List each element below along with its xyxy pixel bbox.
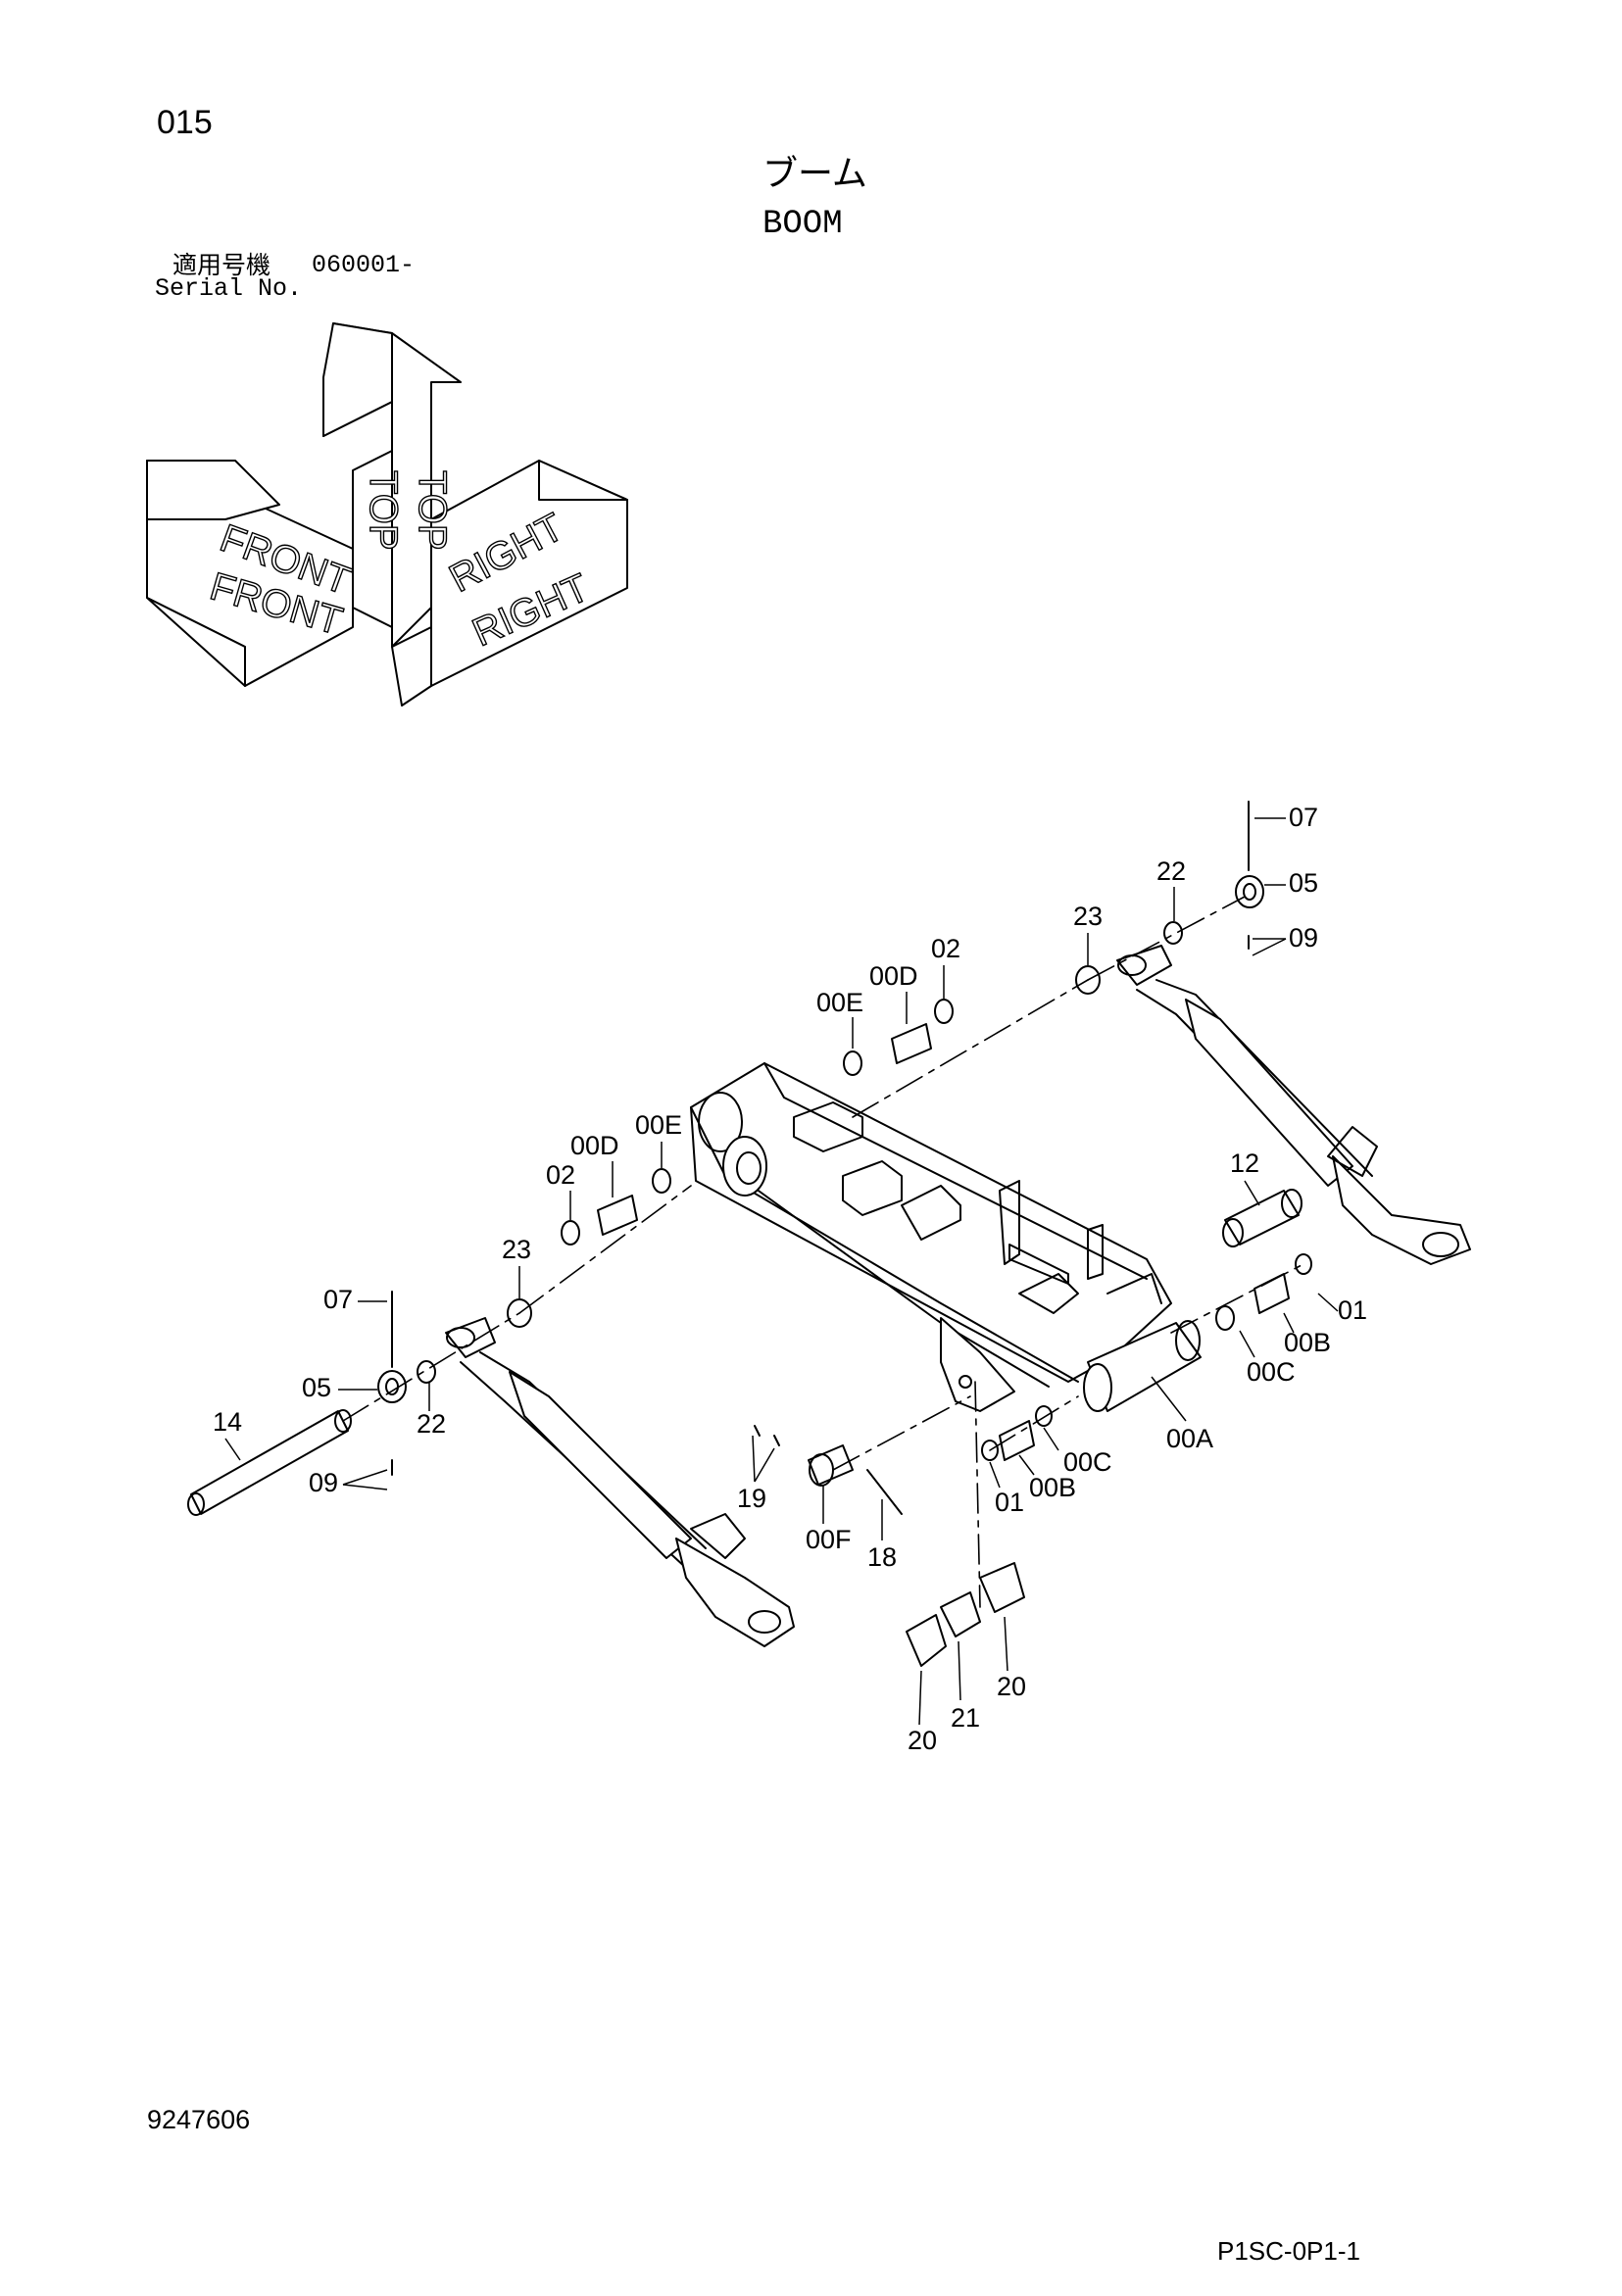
callout-18: 18	[867, 1542, 897, 1572]
callout-23-right: 23	[1073, 902, 1103, 931]
callout-00E-top: 00E	[816, 988, 863, 1017]
callout-05-left: 05	[302, 1373, 331, 1402]
callout-09-right: 09	[1289, 923, 1318, 953]
callout-00A: 00A	[1166, 1424, 1213, 1453]
left-cylinder	[445, 1317, 795, 1647]
orientation-label-top-1: TOP	[362, 470, 405, 551]
callout-00C-bottom: 00C	[1063, 1447, 1112, 1477]
callout-12: 12	[1230, 1148, 1259, 1178]
callout-21: 21	[951, 1703, 980, 1733]
callout-20-left: 20	[908, 1726, 937, 1755]
boom-frame	[690, 1062, 1202, 1412]
callout-labels: 07 05 09 22 23 02 00D 00E 00E 00D 02 23 …	[213, 803, 1367, 1755]
callout-00C-right: 00C	[1247, 1357, 1296, 1387]
callout-07-right: 07	[1289, 803, 1318, 832]
page-title-jp: ブーム	[762, 154, 867, 194]
callout-23-left: 23	[502, 1235, 531, 1264]
callout-09-left: 09	[309, 1468, 338, 1497]
callout-22-left: 22	[417, 1409, 446, 1439]
callout-02-top: 02	[931, 934, 960, 963]
callout-00E-mid: 00E	[635, 1110, 682, 1140]
callout-00D-top: 00D	[869, 961, 918, 991]
callout-02-mid: 02	[546, 1160, 575, 1190]
serial-range: 060001-	[312, 251, 416, 279]
callout-14: 14	[213, 1407, 242, 1437]
page-title: BOOM	[762, 206, 843, 243]
callout-00F: 00F	[806, 1525, 852, 1554]
callout-00B-bottom: 00B	[1029, 1473, 1076, 1502]
serial-label-jp: 適用号機	[172, 251, 271, 279]
center-lines	[342, 896, 1304, 1608]
callout-00B-right: 00B	[1284, 1328, 1331, 1357]
document-number: 9247606	[147, 2105, 251, 2134]
callout-19: 19	[737, 1484, 766, 1513]
orientation-label-top-2: TOP	[411, 470, 454, 551]
callout-07-left: 07	[323, 1285, 353, 1314]
callout-01-right: 01	[1338, 1295, 1367, 1325]
leader-lines	[224, 817, 1339, 1726]
right-cylinder	[1116, 945, 1471, 1265]
bushing-parts	[377, 801, 1312, 1667]
sheet-code: P1SC-0P1-1	[1217, 2236, 1360, 2266]
callout-01-bottom: 01	[995, 1488, 1024, 1517]
pin-12	[1222, 1189, 1303, 1247]
callout-00D-mid: 00D	[570, 1131, 619, 1160]
serial-label: Serial No.	[155, 274, 303, 303]
page-number: 015	[157, 104, 213, 141]
callout-22-right: 22	[1156, 856, 1186, 886]
pin-14	[187, 1409, 352, 1516]
callout-20-right: 20	[997, 1672, 1026, 1701]
callout-05-right: 05	[1289, 868, 1318, 898]
